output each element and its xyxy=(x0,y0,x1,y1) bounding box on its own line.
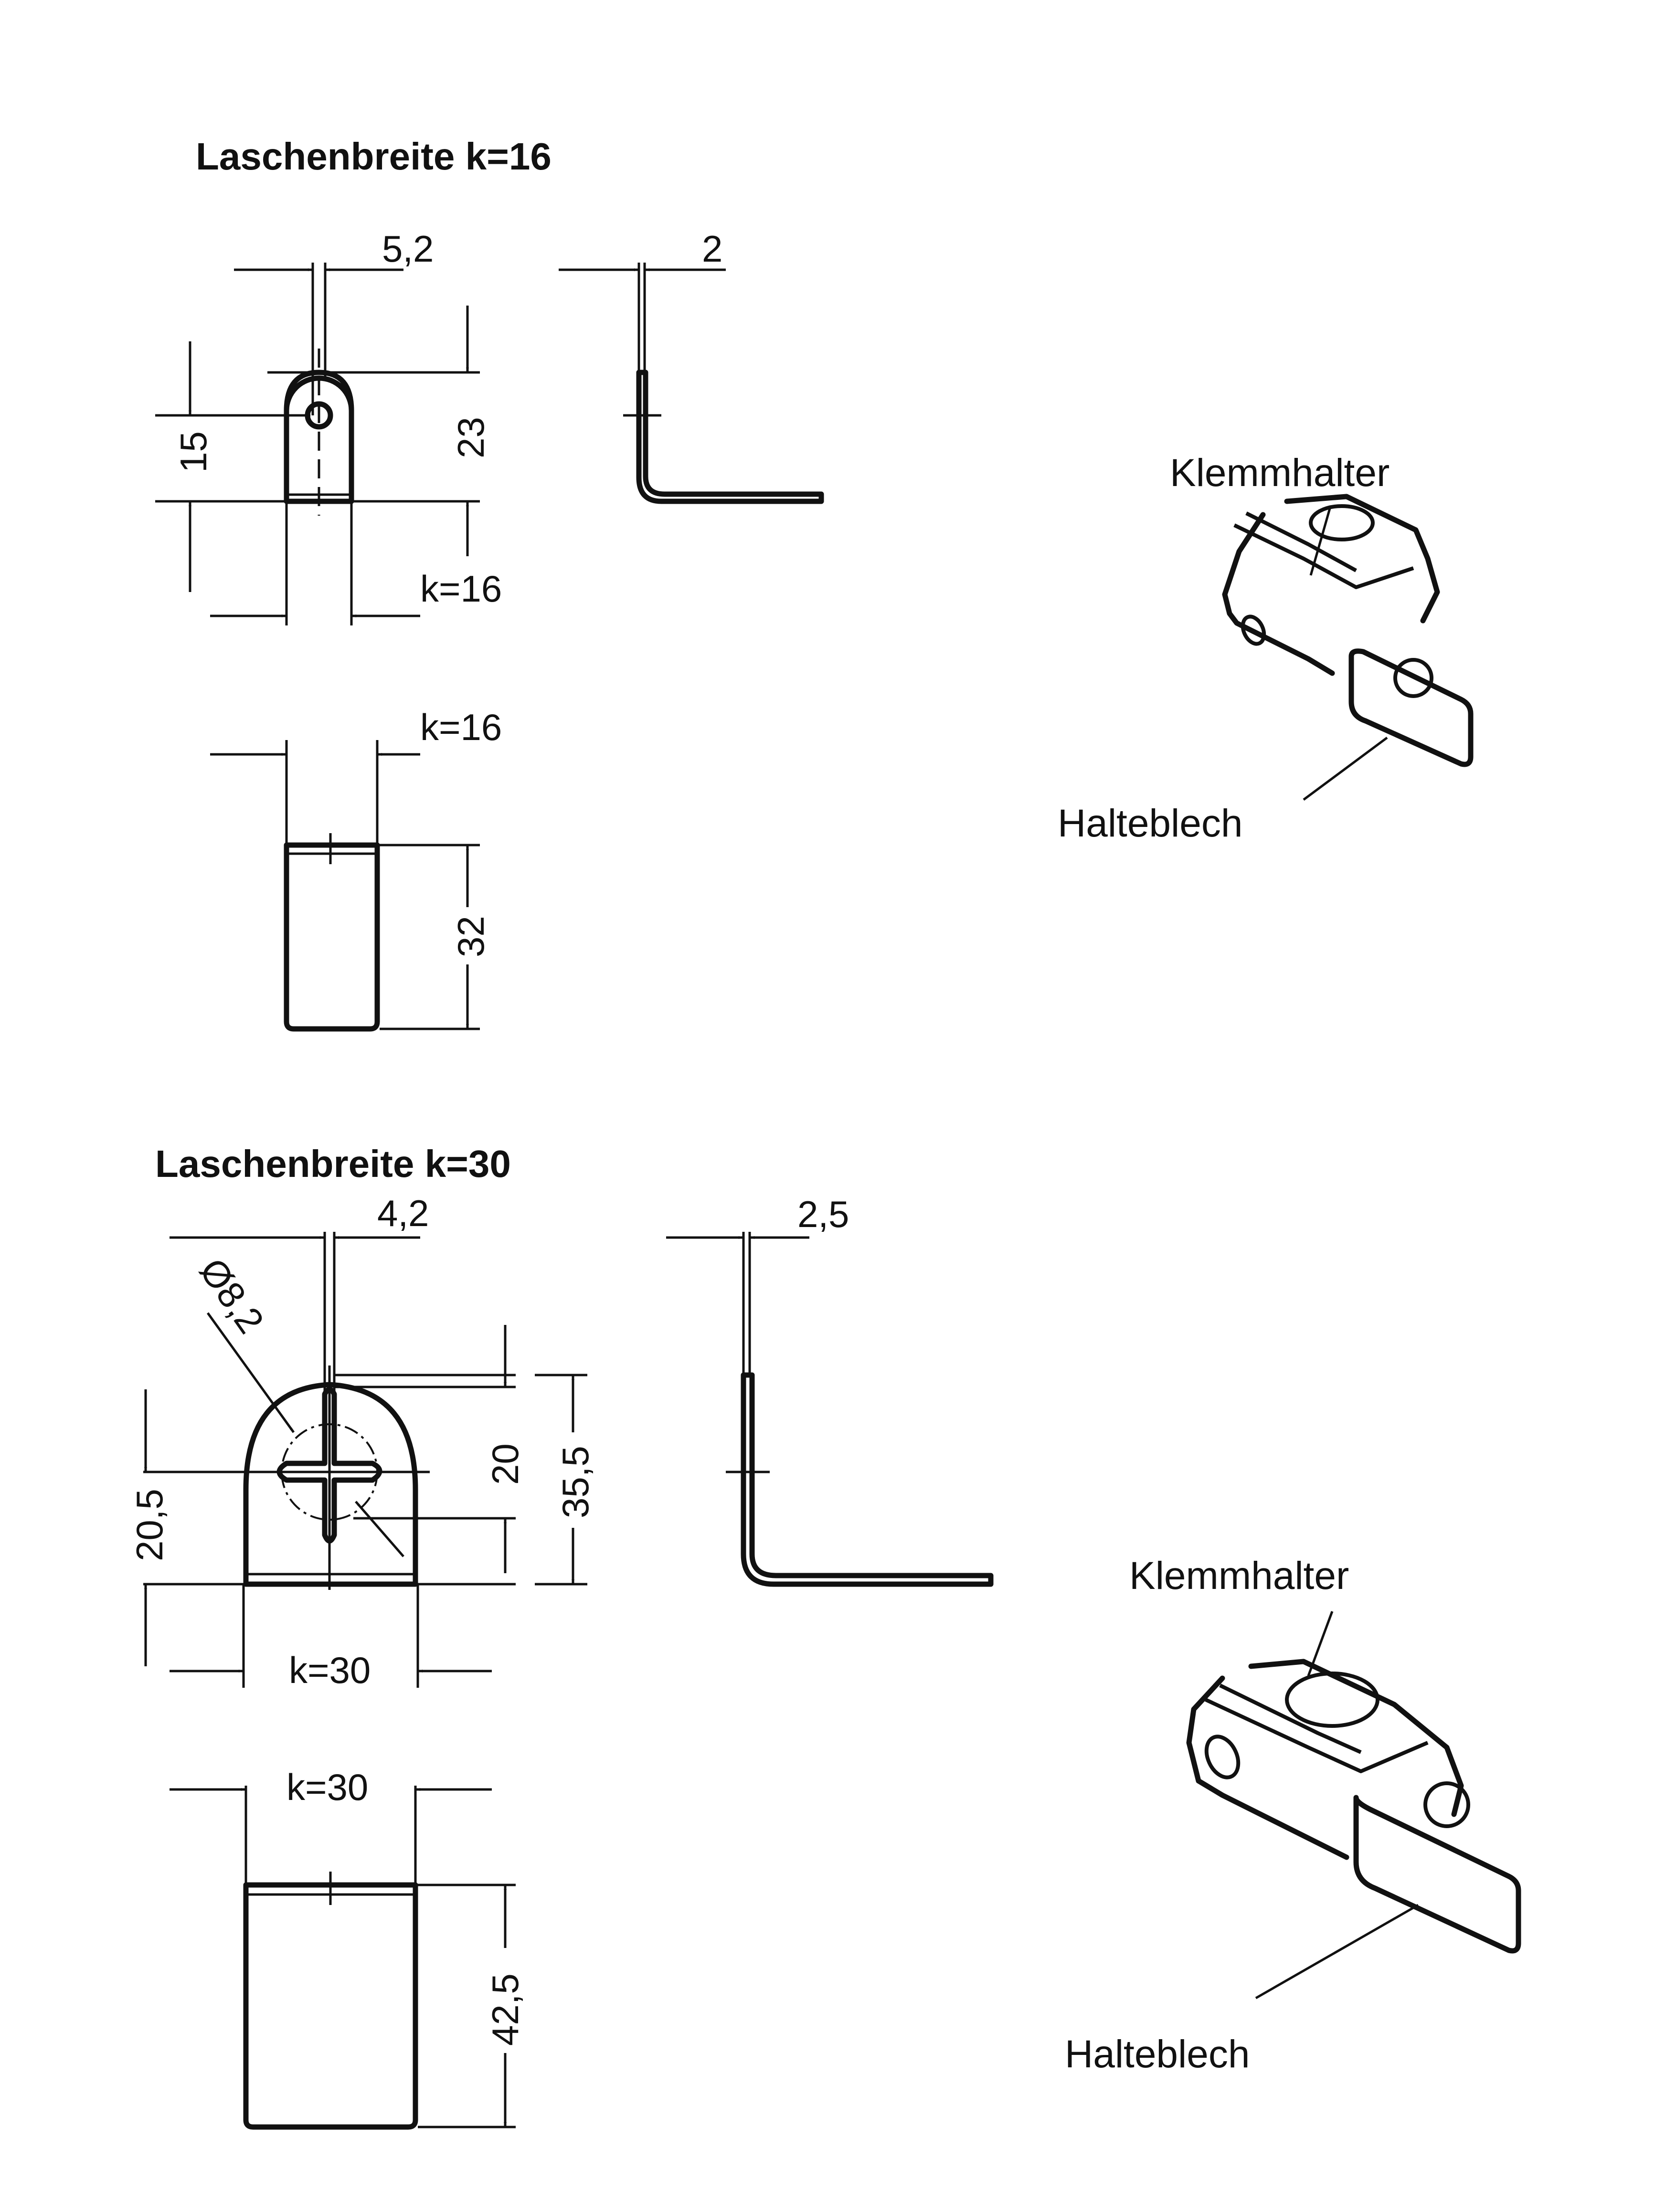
dim-flange-length: 32 xyxy=(450,916,492,957)
front-view: 4,2 Ø8,2 20,5 20 35,5 k=30 xyxy=(128,1192,596,1691)
hex-nut xyxy=(1393,658,1433,698)
hex-nut xyxy=(1423,1781,1470,1828)
dim-arrow xyxy=(206,1312,295,1433)
dim-height-to-hole: 15 xyxy=(172,431,214,473)
label-clamp: Klemmhalter xyxy=(1170,451,1390,495)
bore-hole xyxy=(1285,1672,1379,1728)
label-plate: Halteblech xyxy=(1058,802,1242,845)
dim-width-top: k=16 xyxy=(420,568,502,610)
clamp-edge xyxy=(1219,1683,1362,1754)
dim-hole-width: 5,2 xyxy=(382,228,434,270)
dim-diameter: Ø8,2 xyxy=(191,1250,272,1341)
profile-outline xyxy=(741,1372,994,1587)
clamp-edge xyxy=(1233,523,1414,589)
bottom-view: k=16 32 xyxy=(210,706,502,1032)
leader-line xyxy=(1303,736,1388,801)
isometric-view: Klemmhalter Halteblech xyxy=(1058,451,1474,845)
leader-line xyxy=(1255,1904,1419,2000)
clamp-top xyxy=(1284,494,1440,624)
dim-height-to-hole: 20,5 xyxy=(128,1489,170,1561)
bore-hole xyxy=(1309,504,1375,541)
dim-thickness: 2,5 xyxy=(797,1193,849,1235)
hex-socket-screw xyxy=(1241,614,1266,646)
dim-total-height: 23 xyxy=(450,417,492,458)
isometric-view: Klemmhalter Halteblech xyxy=(1065,1554,1521,2076)
plate-outline xyxy=(1353,1795,1521,1954)
dim-width-top: k=30 xyxy=(289,1649,371,1691)
section-title: Laschenbreite k=30 xyxy=(155,1143,511,1185)
dim-width-bottom: k=16 xyxy=(420,706,502,748)
dim-arrow xyxy=(355,1501,404,1557)
dim-total-height: 35,5 xyxy=(554,1446,596,1518)
dim-slot-length: 20 xyxy=(484,1443,526,1485)
label-clamp: Klemmhalter xyxy=(1129,1554,1349,1598)
front-view: 5,2 15 23 k=16 xyxy=(155,228,502,625)
dim-width-bottom: k=30 xyxy=(286,1766,368,1808)
dim-thickness: 2 xyxy=(702,228,722,270)
profile-outline xyxy=(636,370,824,504)
clamp-body xyxy=(1186,1675,1349,1860)
dim-slot-width: 4,2 xyxy=(377,1192,429,1234)
clamp-edge xyxy=(1205,1698,1429,1773)
plate-outline xyxy=(1348,648,1474,767)
section-title: Laschenbreite k=16 xyxy=(196,135,552,178)
side-view: 2,5 xyxy=(666,1193,994,1587)
side-view: 2 xyxy=(559,228,824,504)
section-k16: Laschenbreite k=16 5,2 15 23 xyxy=(155,135,1474,1032)
hex-socket-screw xyxy=(1204,1735,1241,1779)
clamp-edge xyxy=(1245,511,1357,572)
section-k30: Laschenbreite k=30 4,2 Ø8,2 xyxy=(128,1143,1521,2130)
clamp-body xyxy=(1222,512,1335,676)
bottom-view: k=30 42,5 xyxy=(170,1766,526,2130)
dim-flange-length: 42,5 xyxy=(484,1973,526,2046)
flange-outline xyxy=(284,842,380,1032)
flange-outline xyxy=(243,1882,418,2130)
clamp-top xyxy=(1248,1659,1464,1817)
label-plate: Halteblech xyxy=(1065,2032,1250,2076)
